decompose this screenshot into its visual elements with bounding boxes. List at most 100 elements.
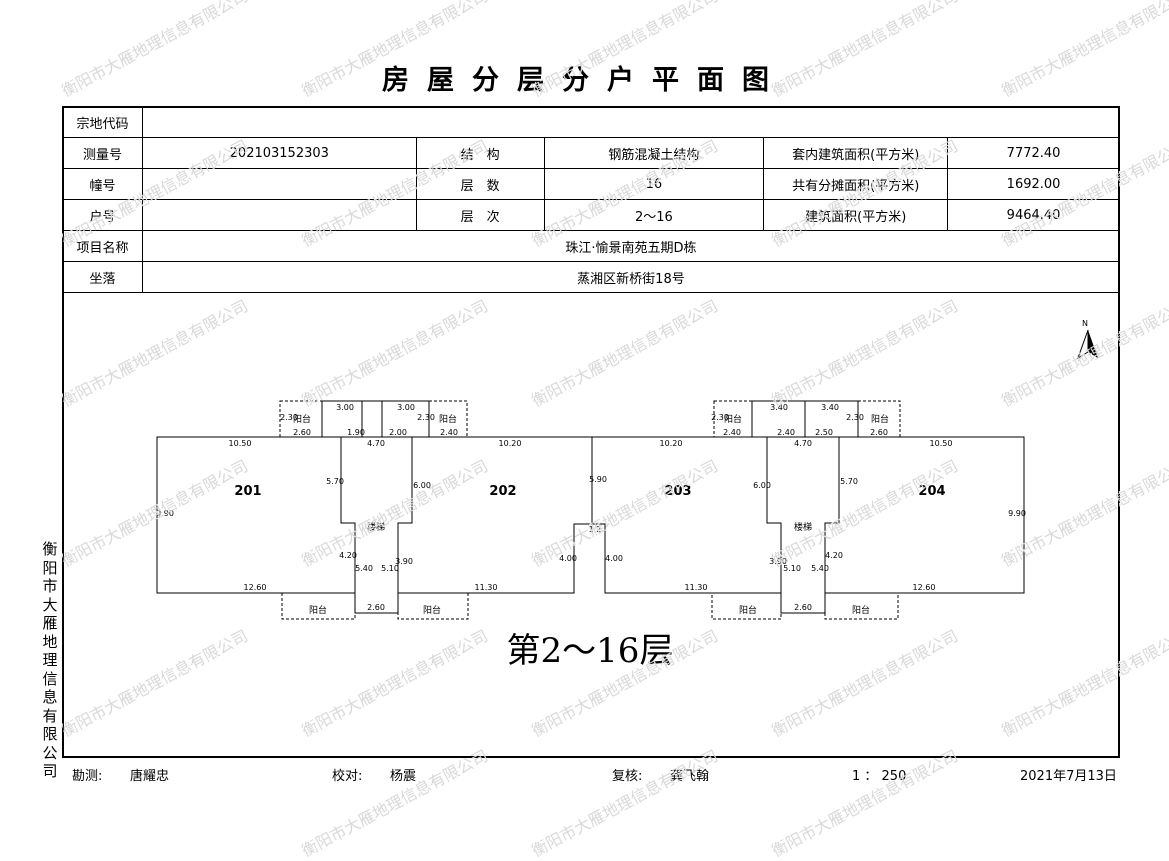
shaft-left — [321, 400, 430, 438]
reviewer-label: 复核: — [612, 769, 643, 784]
parcel-code-label: 宗地代码 — [62, 106, 143, 138]
dim: 3.90 — [769, 557, 787, 566]
balcony-label-7: 阳台 — [739, 604, 757, 616]
dim: 5.40 — [811, 564, 829, 573]
dim: 3.00 — [336, 403, 354, 412]
balcony-label-6: 阳台 — [423, 604, 441, 616]
checker-label: 校对: — [332, 769, 363, 784]
dim: 3.90 — [395, 557, 413, 566]
dim: 5.40 — [355, 564, 373, 573]
floors-label: 层 数 — [415, 168, 545, 200]
dim: 4.70 — [367, 439, 385, 448]
balcony-bottom-1 — [281, 592, 356, 620]
dim: 3.00 — [397, 403, 415, 412]
north-label: N — [1082, 319, 1088, 328]
info-table: 宗地代码 测量号 202103152303 结 构 钢筋混凝土结构 套内建筑面积… — [62, 106, 1121, 293]
unit-203: 203 — [664, 484, 691, 499]
dim: 4.20 — [825, 551, 843, 560]
dim: 2.40 — [777, 428, 795, 437]
unit-201: 201 — [234, 484, 261, 499]
balcony-label-4: 阳台 — [871, 413, 889, 425]
dim: 6.00 — [413, 481, 431, 490]
watermark: 衡阳市大雁地理信息有限公司 — [298, 746, 492, 861]
balcony-label-3: 阳台 — [724, 413, 742, 425]
surveyor-label: 勘测: — [72, 769, 103, 784]
dim: 4.20 — [339, 551, 357, 560]
page-title: 房屋分层分户平面图 — [382, 65, 787, 96]
shared-area-label: 共有分摊面积(平方米) — [763, 168, 949, 200]
row-project: 项目名称 珠江·愉景南苑五期D栋 — [62, 230, 1121, 262]
plan-outline-right — [592, 436, 1025, 614]
balcony-bottom-4 — [824, 592, 899, 620]
dim: 5.10 — [783, 564, 801, 573]
location-label: 坐落 — [62, 261, 143, 293]
unit-no-label: 户号 — [62, 199, 143, 231]
dim: 4.00 — [605, 554, 623, 563]
dim: 2.60 — [367, 603, 385, 612]
dim: 9.90 — [156, 509, 174, 518]
total-area-value: 9464.40 — [947, 199, 1120, 231]
row-survey: 测量号 202103152303 结 构 钢筋混凝土结构 套内建筑面积(平方米)… — [62, 137, 1120, 169]
dim: 12.60 — [913, 583, 936, 592]
floors-value: 16 — [543, 168, 765, 200]
balcony-bottom-2 — [397, 592, 469, 620]
unit-204: 204 — [918, 484, 945, 499]
dim: 5.70 — [840, 477, 858, 486]
row-building: 幢号 层 数 16 共有分摊面积(平方米) 1692.00 — [62, 168, 1120, 200]
dim: 1.90 — [347, 428, 365, 437]
dim: 2.40 — [723, 428, 741, 437]
inner-area-label: 套内建筑面积(平方米) — [763, 137, 949, 169]
dim: 2.00 — [389, 428, 407, 437]
dim: 4.70 — [794, 439, 812, 448]
dim: 10.20 — [660, 439, 683, 448]
shared-area-value: 1692.00 — [947, 168, 1120, 200]
dim: 10.50 — [229, 439, 252, 448]
watermark: 衡阳市大雁地理信息有限公司 — [768, 746, 962, 861]
balcony-label-5: 阳台 — [309, 604, 327, 616]
dim: 12.60 — [244, 583, 267, 592]
dim: 11.30 — [475, 583, 498, 592]
dim: 2.40 — [440, 428, 458, 437]
floor-plan: 201 202 203 204 楼梯 楼梯 阳台 阳台 阳台 阳台 阳台 阳台 … — [156, 319, 1098, 671]
floor-label: 第2～16层 — [507, 631, 674, 671]
dim: 5.90 — [589, 475, 607, 484]
structure-value: 钢筋混凝土结构 — [543, 137, 765, 169]
balcony-bottom-3 — [711, 592, 782, 620]
dim: 10.50 — [930, 439, 953, 448]
side-company-text: 衡阳市大雁地理信息有限公司 — [42, 540, 58, 780]
balcony-label-1: 阳台 — [293, 413, 311, 425]
location-value: 蒸湘区新桥街18号 — [141, 261, 1121, 293]
watermark: 衡阳市大雁地理信息有限公司 — [528, 746, 722, 861]
dim: 2.30 — [846, 413, 864, 422]
north-arrow-icon — [1088, 330, 1098, 358]
date: 2021年7月13日 — [1020, 769, 1117, 784]
dim: 11.30 — [685, 583, 708, 592]
reviewer-name: 龚飞翰 — [670, 769, 710, 784]
surveyor-name: 唐耀忠 — [130, 769, 170, 784]
dim: 1.2 — [589, 525, 602, 534]
dim: 3.40 — [821, 403, 839, 412]
survey-no-value: 202103152303 — [141, 137, 417, 169]
dim: 2.30 — [417, 413, 435, 422]
dim: 2.60 — [293, 428, 311, 437]
dim: 2.30 — [711, 413, 729, 422]
drawing-frame — [62, 106, 1120, 758]
dim: 4.00 — [559, 554, 577, 563]
balcony-label-8: 阳台 — [852, 604, 870, 616]
dim: 6.00 — [753, 481, 771, 490]
dim: 10.20 — [499, 439, 522, 448]
unit-202: 202 — [489, 484, 516, 499]
dim: 2.50 — [815, 428, 833, 437]
checker-name: 杨震 — [390, 769, 417, 784]
dim: 9.90 — [1008, 509, 1026, 518]
dim: 5.10 — [381, 564, 399, 573]
dim: 2.60 — [870, 428, 888, 437]
stair-left: 楼梯 — [367, 521, 385, 533]
dim: 3.40 — [770, 403, 788, 412]
row-location: 坐落 蒸湘区新桥街18号 — [62, 261, 1121, 293]
building-no-value — [141, 168, 417, 200]
balcony-label-2: 阳台 — [439, 413, 457, 425]
project-name-value: 珠江·愉景南苑五期D栋 — [141, 230, 1121, 262]
stair-right: 楼梯 — [794, 521, 812, 533]
dim: 2.60 — [794, 603, 812, 612]
